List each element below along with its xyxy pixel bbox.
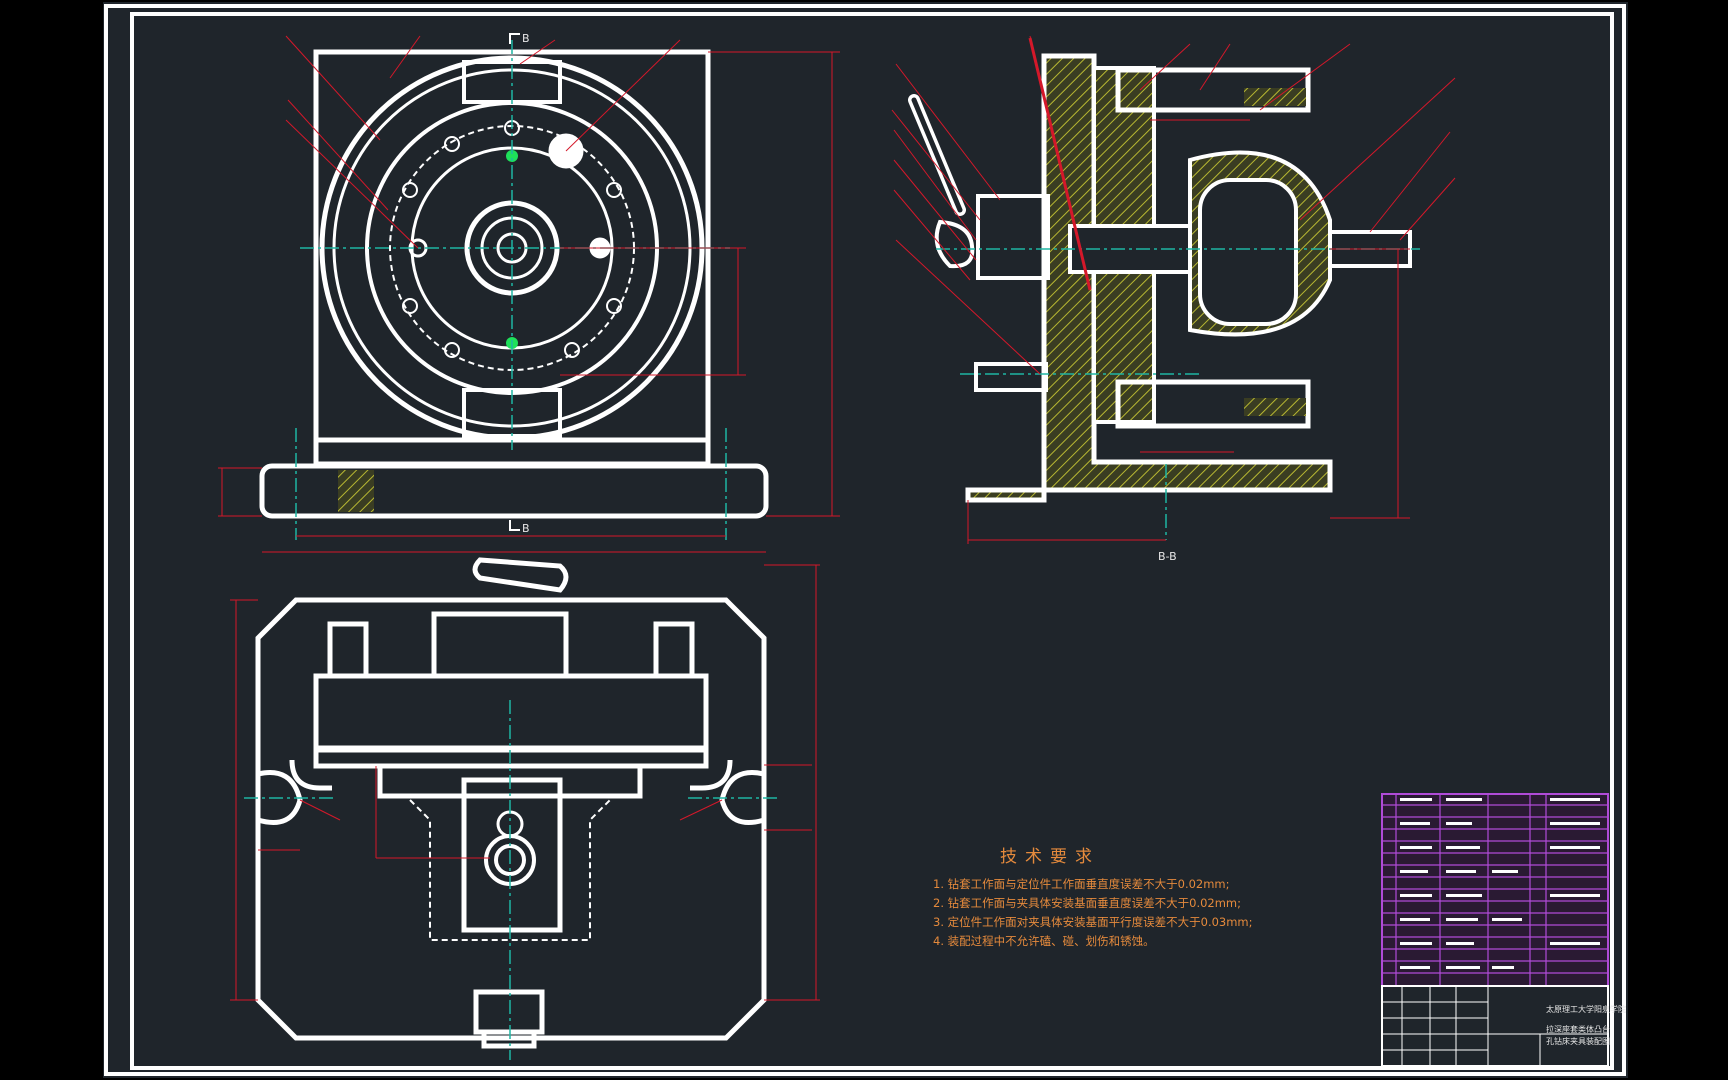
hatched-base-section: [338, 470, 374, 512]
title-block-name-line2: 孔钻床夹具装配图: [1546, 1037, 1610, 1046]
technical-requirement-1: 1. 钻套工作面与定位件工作面垂直度误差不大于0.02mm;: [933, 877, 1230, 891]
parts-list-table: [1381, 793, 1609, 987]
section-view: [908, 53, 1412, 503]
green-pin-top: [506, 150, 518, 162]
inner-frame: [130, 12, 1614, 1070]
top-view-dimensions: [230, 564, 820, 1001]
technical-requirements-title: 技术要求: [1000, 847, 1100, 867]
sheet-background: [103, 2, 1628, 1078]
top-view: [255, 557, 767, 1049]
technical-requirement-4: 4. 装配过程中不允许磕、碰、划伤和锈蚀。: [933, 934, 1155, 948]
red-leader-thick: [1028, 37, 1092, 291]
section-arrow-top: [509, 33, 520, 44]
section-label-bottom: B: [522, 522, 530, 535]
title-block-name-line1: 拉深座套类体凸台: [1546, 1025, 1610, 1034]
title-block: [1381, 985, 1609, 1067]
top-view-centerlines: [244, 700, 780, 1060]
section-arrow-bottom: [509, 520, 520, 531]
front-view-dimensions: [218, 35, 840, 553]
outer-frame: [104, 4, 1626, 1076]
technical-requirement-3: 3. 定位件工作面对夹具体安装基面平行度误差不大于0.03mm;: [933, 915, 1253, 929]
title-block-school: 太原理工大学阳泉学院: [1546, 1005, 1626, 1014]
top-view-dashed: [409, 799, 611, 941]
section-label-top: B: [522, 32, 530, 45]
technical-requirement-2: 2. 钻套工作面与夹具体安装基面垂直度误差不大于0.02mm;: [933, 896, 1242, 910]
section-view-label: B-B: [1158, 550, 1177, 563]
